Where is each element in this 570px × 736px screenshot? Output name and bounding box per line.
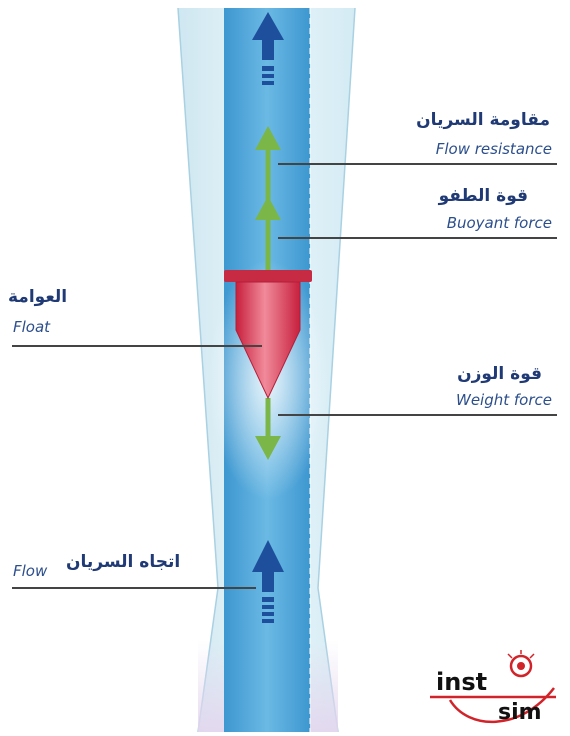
logo-text-bottom: sim bbox=[498, 700, 542, 725]
weight-force-english: Weight force bbox=[455, 391, 552, 409]
float-arabic: العوامة bbox=[8, 287, 68, 307]
logo-text-top: inst bbox=[436, 668, 488, 696]
flow-resistance-english: Flow resistance bbox=[435, 140, 552, 158]
flow-up-arrow-top bbox=[252, 12, 284, 85]
flow-up-arrow-bottom bbox=[252, 540, 284, 623]
weight-force-arabic: قوة الوزن bbox=[457, 364, 542, 384]
buoyant-force-arabic: قوة الطفو bbox=[438, 186, 528, 206]
force-up-arrow bbox=[255, 126, 281, 270]
leader-lines bbox=[12, 163, 557, 589]
flow-direction-arabic: اتجاه السريان bbox=[66, 552, 181, 572]
float-icon bbox=[224, 270, 312, 400]
buoyant-force-english: Buoyant force bbox=[446, 214, 552, 232]
float-english: Float bbox=[13, 318, 51, 336]
flow-direction-english: Flow bbox=[13, 562, 48, 580]
force-down-arrow bbox=[255, 398, 281, 460]
logo-icon bbox=[430, 650, 556, 723]
flow-resistance-arabic: مقاومة السريان bbox=[416, 110, 550, 130]
